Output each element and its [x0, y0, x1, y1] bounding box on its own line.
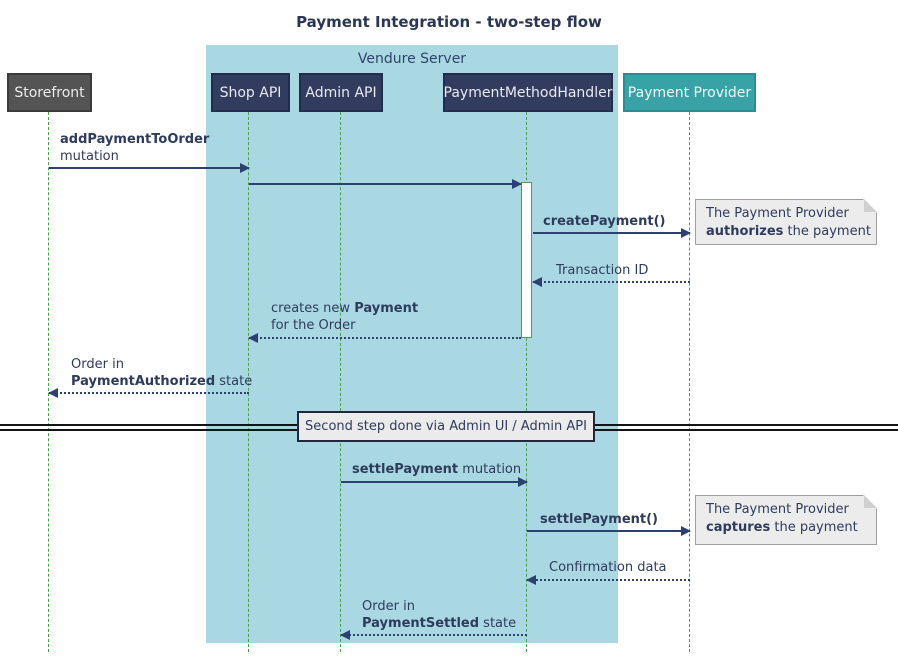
arrowhead-icon	[48, 388, 58, 398]
participant-admin-api: Admin API	[299, 73, 383, 112]
arrowhead-icon	[340, 630, 350, 640]
participant-label: Payment Provider	[627, 84, 752, 101]
divider-label: Second step done via Admin UI / Admin AP…	[305, 419, 587, 434]
message-label-add-payment: addPaymentToOrder mutation	[60, 131, 209, 165]
message-text: settlePayment()	[540, 512, 658, 527]
activation-bar	[521, 182, 532, 338]
arrowhead-icon	[248, 333, 258, 343]
message-label-confirmation: Confirmation data	[549, 559, 667, 576]
participant-label: Storefront	[14, 84, 85, 101]
note-text: captures	[706, 520, 771, 535]
divider-label-box: Second step done via Admin UI / Admin AP…	[297, 411, 595, 442]
arrowhead-icon	[681, 228, 691, 238]
message-text: creates new	[271, 301, 355, 316]
vendure-server-frame: Vendure Server	[206, 45, 618, 643]
participant-label: PaymentMethodHandler	[443, 84, 613, 101]
message-arrow-add-payment	[49, 163, 250, 173]
frame-label: Vendure Server	[357, 51, 467, 67]
message-text: PaymentAuthorized	[71, 374, 216, 389]
note-text: the payment	[770, 520, 858, 535]
participant-payment-provider: Payment Provider	[623, 73, 756, 112]
arrowhead-icon	[681, 526, 691, 536]
message-arrow-payment-settled	[340, 630, 527, 640]
lifeline-storefront	[48, 112, 49, 652]
message-text: Confirmation data	[549, 560, 667, 575]
arrowhead-icon	[240, 163, 250, 173]
participant-label: Shop API	[219, 84, 282, 101]
message-label-transaction-id: Transaction ID	[556, 262, 648, 279]
note-text: authorizes	[706, 224, 784, 239]
message-arrow-settle-mutation	[341, 477, 528, 487]
lifeline-payment-method-handler	[526, 112, 527, 652]
arrowhead-icon	[532, 277, 542, 287]
note-text: the payment	[783, 224, 871, 239]
message-label-creates-payment: creates new Payment for the Order	[271, 300, 418, 334]
message-text: PaymentSettled	[362, 616, 480, 631]
message-arrow-confirmation	[526, 575, 690, 585]
message-label-settle-payment: settlePayment()	[540, 511, 658, 528]
message-text: Order in	[362, 599, 415, 614]
note-text: The Payment Provider	[706, 502, 849, 517]
participant-label: Admin API	[305, 84, 377, 101]
message-text: for the Order	[271, 318, 356, 333]
message-text: Order in	[71, 357, 124, 372]
diagram-title: Payment Integration - two-step flow	[296, 13, 602, 31]
message-arrow-create-payment	[533, 228, 691, 238]
message-arrow-creates-payment	[248, 333, 521, 343]
message-text: addPaymentToOrder	[60, 132, 210, 147]
arrowhead-icon	[512, 179, 522, 189]
note-authorizes: The Payment Provider authorizes the paym…	[695, 199, 877, 245]
message-text: state	[215, 374, 253, 389]
message-label-payment-authorized: Order in PaymentAuthorized state	[71, 356, 252, 390]
message-text: Transaction ID	[556, 263, 649, 278]
message-label-settle-mutation: settlePayment mutation	[352, 461, 521, 478]
participant-shop-api: Shop API	[211, 73, 290, 112]
lifeline-admin-api	[340, 112, 341, 652]
message-arrow-settle-payment	[527, 526, 691, 536]
arrowhead-icon	[518, 477, 528, 487]
message-text: mutation	[60, 149, 119, 164]
message-text: createPayment()	[543, 214, 666, 229]
note-text: The Payment Provider	[706, 206, 849, 221]
message-arrow-transaction-id	[532, 277, 690, 287]
message-text: Payment	[354, 301, 419, 316]
message-text: mutation	[458, 462, 522, 477]
participant-storefront: Storefront	[7, 73, 92, 112]
arrowhead-icon	[526, 575, 536, 585]
message-arrow-handler-call	[249, 179, 522, 189]
message-arrow-payment-authorized	[48, 388, 249, 398]
lifeline-payment-provider	[689, 112, 690, 652]
message-text: state	[479, 616, 517, 631]
lifeline-shop-api	[248, 112, 249, 652]
message-label-create-payment: createPayment()	[543, 213, 665, 230]
message-label-payment-settled: Order in PaymentSettled state	[362, 598, 516, 632]
participant-payment-method-handler: PaymentMethodHandler	[443, 73, 613, 112]
note-captures: The Payment Provider captures the paymen…	[695, 495, 877, 545]
message-text: settlePayment	[352, 462, 459, 477]
